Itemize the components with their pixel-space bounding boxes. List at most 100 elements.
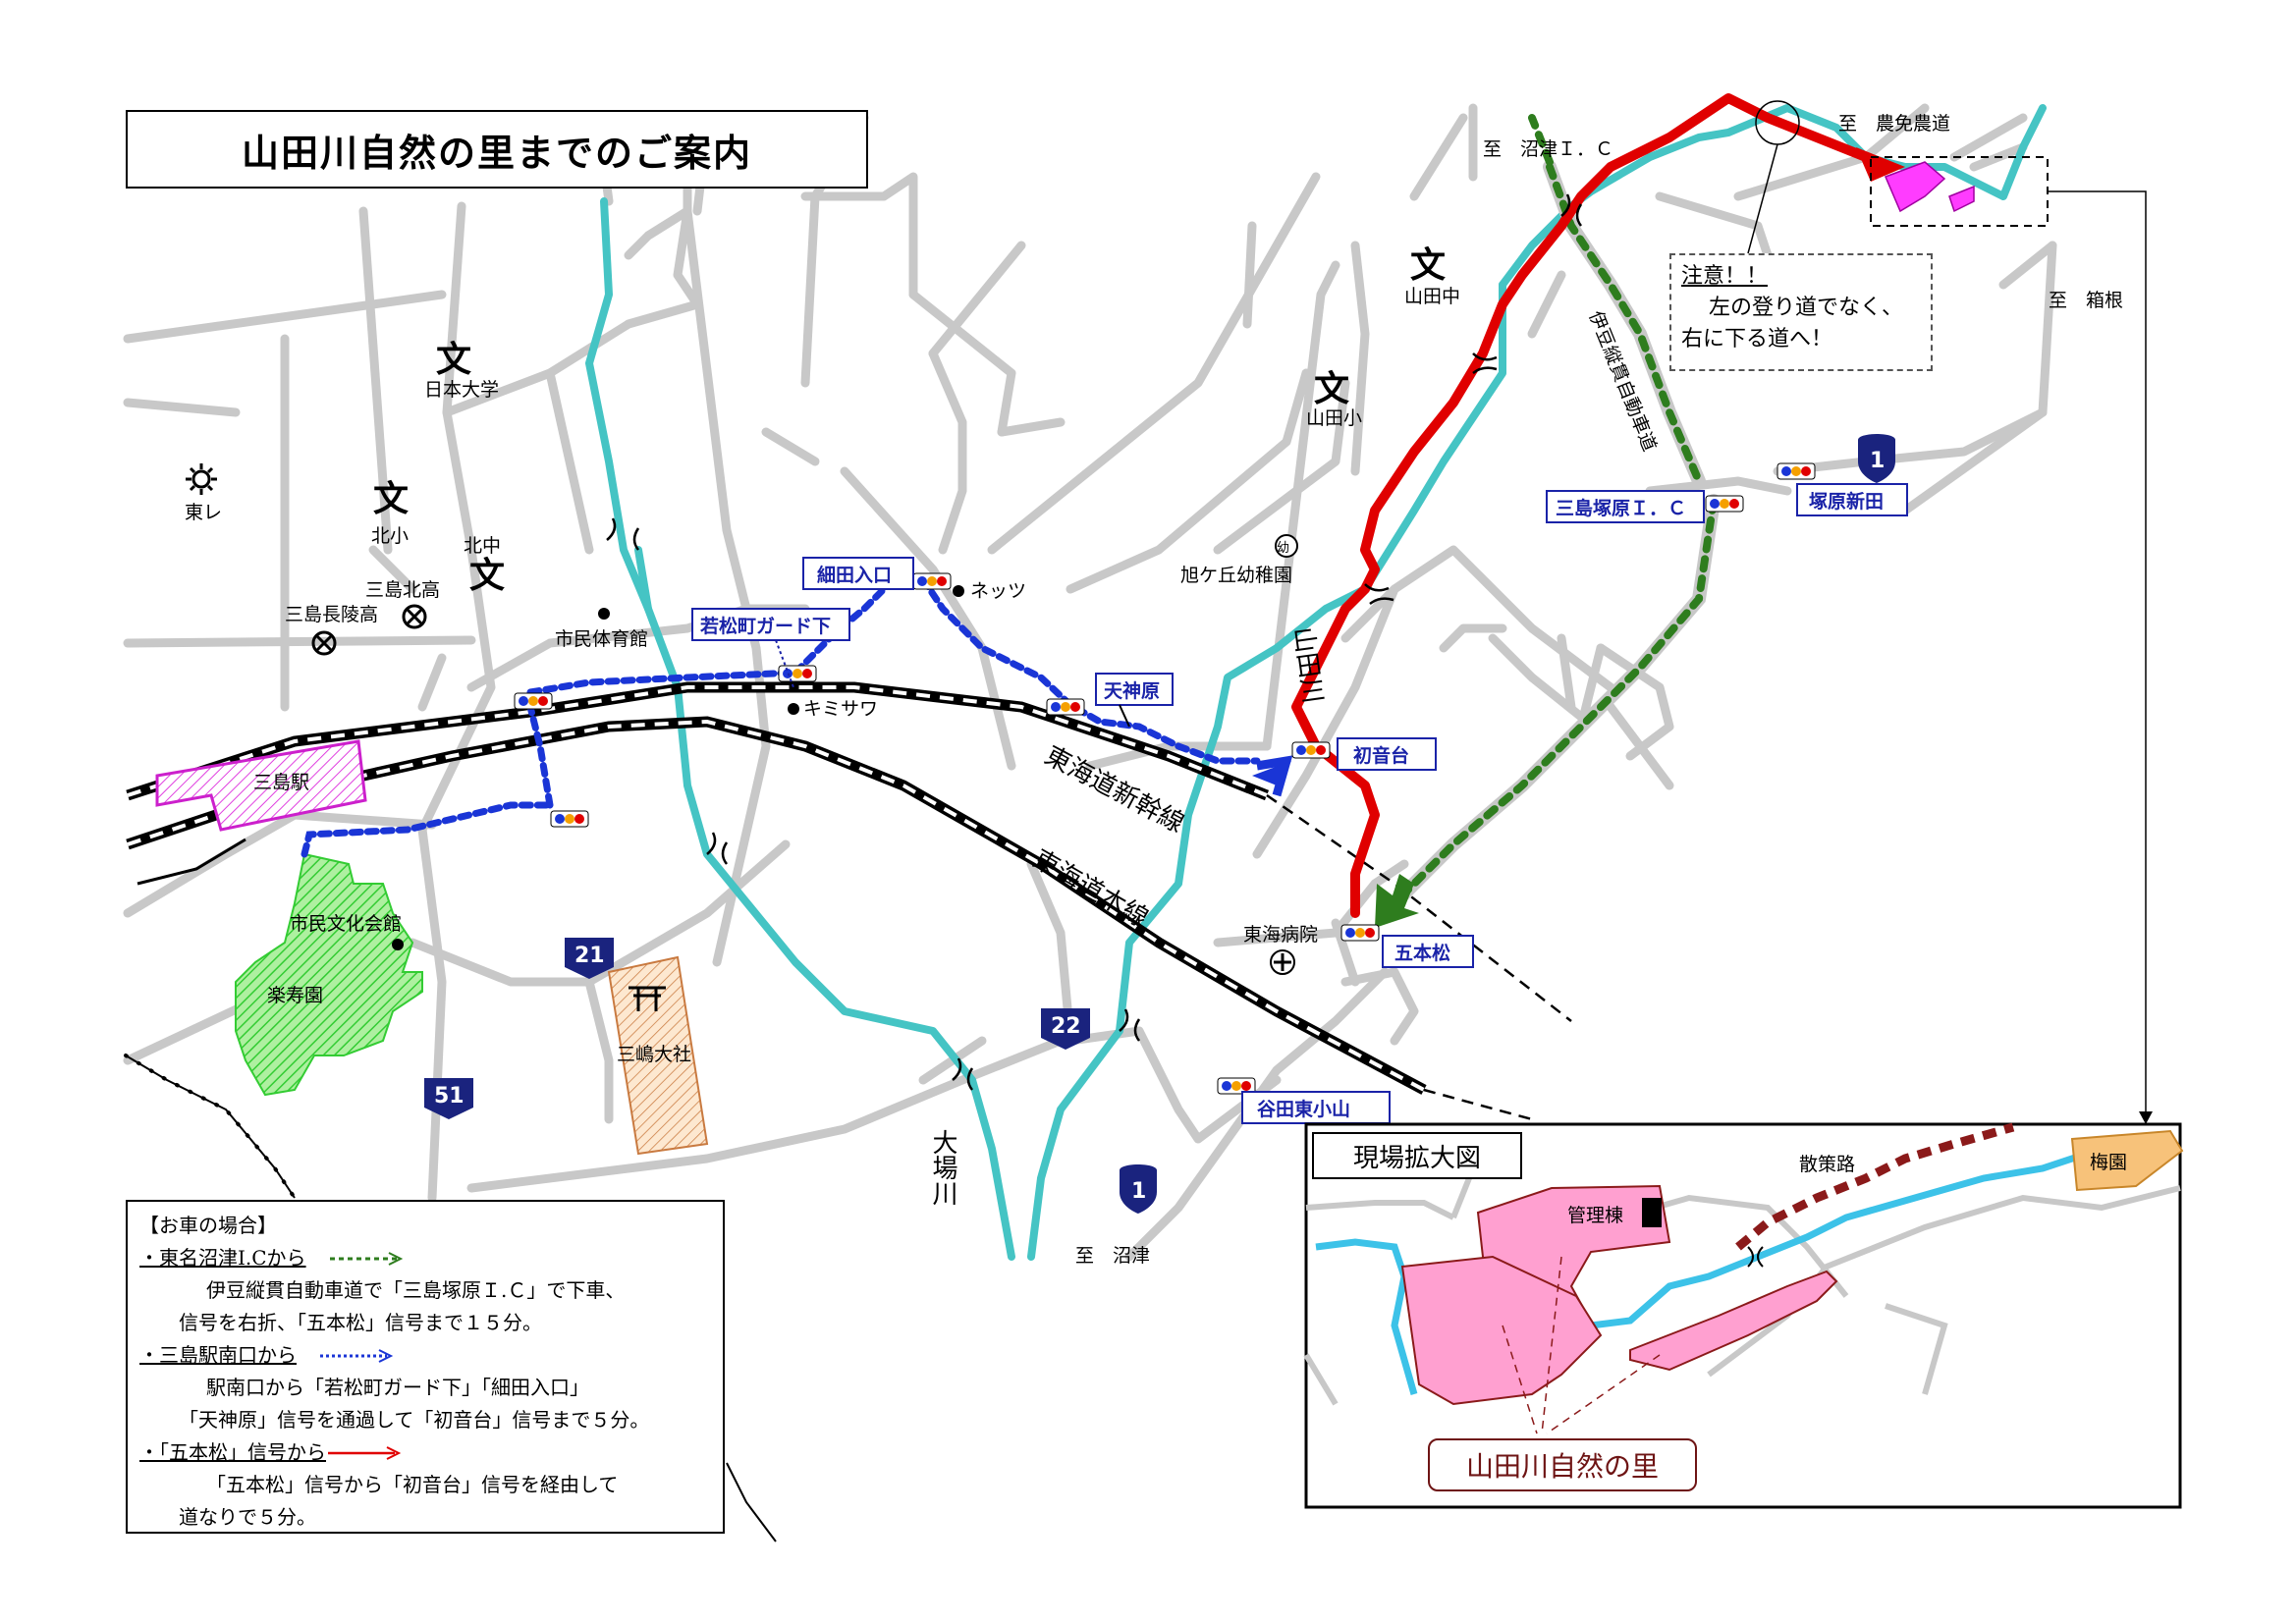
svg-text:三島長陵高: 三島長陵高 [285, 604, 378, 625]
wakamatsu-leader [775, 639, 794, 688]
red-arrow-head [1856, 147, 1905, 182]
plum-garden-area [2070, 1129, 2184, 1192]
bridge-markers [606, 193, 1583, 1091]
svg-text:旭ケ丘幼稚園: 旭ケ丘幼稚園 [1180, 565, 1292, 586]
high-school-icon-kita [402, 604, 427, 629]
inset-connector-arrow [2139, 1111, 2153, 1124]
path-label: 散策路 [1799, 1154, 1855, 1175]
kindergarten-icon: 幼 [1275, 534, 1298, 558]
school-icon-kitasho: 文 [373, 479, 409, 519]
legend-item-text: 「天神原」信号を通過して「初音台」信号まで５分。 [179, 1408, 650, 1432]
facility-label: 山田川自然の里 [1428, 1438, 1697, 1491]
route-shield-22: 22 [1041, 1008, 1090, 1050]
school-icon-yamada-sho: 文 [1314, 369, 1349, 409]
destination-area [1870, 156, 2049, 227]
high-school-icons [311, 604, 427, 656]
svg-text:1: 1 [1131, 1179, 1146, 1204]
svg-text:山田小: 山田小 [1306, 407, 1362, 429]
yamada-river-lower [1027, 281, 1506, 1261]
svg-text:ネッツ: ネッツ [970, 580, 1026, 602]
legend-item-text: 伊豆縦貫自動車道で「三島塚原Ｉ.Ｃ」で下車、 [206, 1278, 626, 1302]
route-green [1388, 114, 1721, 910]
svg-text:22: 22 [1051, 1014, 1081, 1039]
facility-area-left [1400, 1255, 1603, 1406]
plum-garden-label: 梅園 [2090, 1152, 2127, 1173]
svg-text:東レ: 東レ [185, 502, 222, 523]
route-shield-1-north: 1 [1858, 434, 1895, 483]
svg-text:1: 1 [1870, 449, 1885, 473]
svg-text:東海病院: 東海病院 [1243, 924, 1318, 946]
tenjinbara-leader [1119, 704, 1130, 728]
svg-text:至 沼津: 至 沼津 [1075, 1245, 1150, 1267]
railway-main-tunnel [1423, 1088, 1533, 1121]
school-icons: 文 文 文 文 文 [373, 245, 1446, 596]
legend-item-red: ・「五本松」信号から [139, 1436, 711, 1469]
admin-building-label: 管理棟 [1567, 1205, 1623, 1226]
culture-hall-label: 市民文化会館 [290, 913, 402, 935]
signal-yata: 谷田東小山 [1257, 1098, 1350, 1120]
school-icon-kitachu: 文 [469, 556, 505, 596]
culture-hall-dot [392, 939, 404, 950]
page-title: 山田川自然の里までのご案内 [126, 110, 868, 189]
legend-header: 【お車の場合】 [139, 1214, 277, 1237]
signal-gohonmatsu: 五本松 [1394, 942, 1450, 964]
legend-item-text: 「五本松」信号から「初音台」信号を経由して [206, 1473, 619, 1496]
factory-icon [186, 463, 217, 495]
blue-arrow-head [1252, 761, 1291, 785]
signal-wakamatsu: 若松町ガード下 [700, 615, 831, 637]
caution-heading: 注意！！ [1681, 264, 1769, 289]
school-icon-nihon-univ: 文 [436, 340, 471, 380]
signal-tsukahara-ic: 三島塚原Ｉ．Ｃ [1556, 497, 1686, 519]
svg-text:至 沼津Ｉ．Ｃ: 至 沼津Ｉ．Ｃ [1483, 138, 1613, 160]
svg-text:市民体育館: 市民体育館 [555, 628, 648, 650]
place-labels: 日本大学 東レ 北小 北中 三島北高 三島長陵高 市民体育館 キミサワ ネッツ … [185, 113, 2123, 1267]
kimisawa-dot [788, 703, 799, 715]
svg-text:51: 51 [434, 1084, 465, 1109]
svg-text:至 箱根: 至 箱根 [2049, 290, 2123, 311]
blue-arrow-head-path [1256, 755, 1293, 797]
signal-tenjinbara: 天神原 [1104, 679, 1160, 702]
route-shield-1-south: 1 [1120, 1164, 1157, 1214]
rakujuen-label: 楽寿園 [267, 985, 323, 1006]
mishima-taisha-label: 三嶋大社 [617, 1044, 691, 1065]
legend-item-heading: ・東名沼津I.Cから [139, 1246, 306, 1270]
blue-arrow-icon [320, 1348, 394, 1363]
traffic-signals [514, 462, 1816, 1095]
svg-text:北中: 北中 [464, 535, 501, 557]
caution-line-2: 右に下る道へ！ [1681, 327, 1833, 352]
mishima-station-label: 三島駅 [253, 772, 309, 793]
svg-text:山田中: 山田中 [1404, 286, 1460, 307]
nettsu-dot [953, 585, 964, 597]
signal-hatsunedai: 初音台 [1353, 744, 1409, 767]
yamada-river-label: 山田川 [1287, 625, 1328, 705]
oba-river [634, 546, 652, 613]
signal-labels: 細田入口 若松町ガード下 天神原 初音台 五本松 三島塚原Ｉ．Ｃ 塚原新田 谷田… [691, 483, 1908, 1124]
railway-shinkansen-tunnel [1266, 793, 1572, 1022]
svg-text:三島北高: 三島北高 [365, 579, 440, 601]
shrine-icon [629, 986, 666, 1011]
oba-river-label: 大場川 [928, 1129, 957, 1206]
inset-connector [2048, 190, 2147, 1119]
svg-text:幼: 幼 [1277, 541, 1289, 556]
green-arrow-head [1375, 874, 1419, 928]
railway-tokaido-main [126, 716, 1427, 1095]
legend-item-green: ・東名沼津I.Cから [139, 1242, 711, 1274]
legend-item-heading: ・三島駅南口から [139, 1343, 297, 1367]
red-arrow-icon [328, 1445, 402, 1460]
legend-item-text: 信号を右折、「五本松」信号まで１５分。 [179, 1311, 542, 1334]
svg-text:至 農免農道: 至 農免農道 [1838, 113, 1950, 135]
legend-item-text: 駅南口から「若松町ガード下」「細田入口」 [206, 1376, 589, 1399]
caution-note: 注意！！ 左の登り道でなく、 右に下る道へ！ [1669, 253, 1933, 371]
high-school-icon-choryo [311, 630, 337, 656]
caution-line-1: 左の登り道でなく、 [1709, 296, 1904, 320]
road-network [123, 103, 2057, 1262]
admin-building-icon [1642, 1198, 1662, 1227]
caution-leader [1747, 143, 1778, 254]
signal-tsukahara-shinden: 塚原新田 [1809, 490, 1884, 513]
facility-area-right [1629, 1270, 1838, 1372]
expressway-label: 伊豆縦貫自動車道 [1584, 308, 1660, 455]
gym-dot [598, 608, 610, 620]
branch-railway-bottom [726, 1462, 777, 1542]
svg-text:日本大学: 日本大学 [424, 379, 499, 401]
